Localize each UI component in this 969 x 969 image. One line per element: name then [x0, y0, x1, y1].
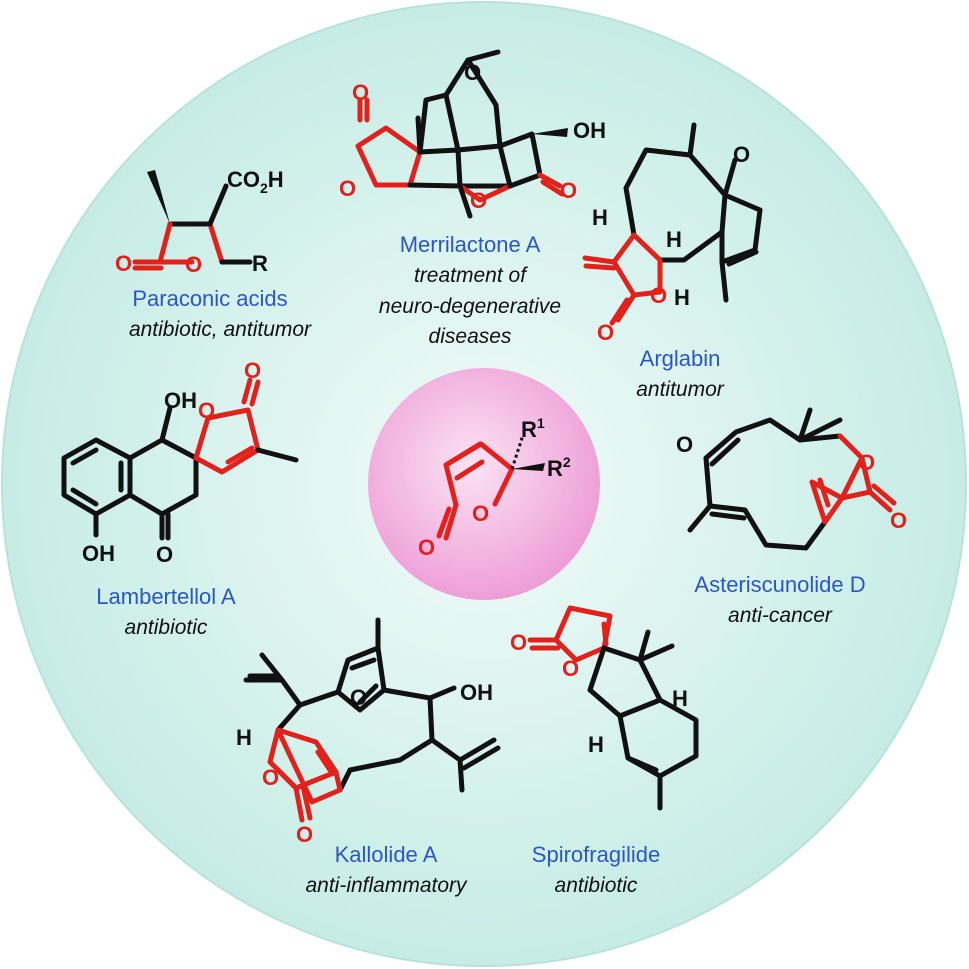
spirofragilide-carbonyl-oxygen: O — [510, 630, 527, 655]
core-r1-label: R1 — [521, 415, 545, 442]
paraconic-carbonyl-oxygen: O — [115, 251, 132, 276]
lambertellol-ring-oxygen: O — [198, 398, 215, 423]
merrilactone-lactone1-oxygen: O — [339, 176, 356, 201]
arglabin-name: Arglabin — [640, 346, 721, 371]
merrilactone-activity-line1: treatment of — [414, 264, 528, 287]
core-r2-label: R2 — [547, 454, 571, 481]
compound-paraconic-acids: O O CO2H R Paraconic acids antibiotic, a… — [115, 167, 312, 341]
asteriscunolide-activity: anti-cancer — [728, 604, 833, 627]
compound-spirofragilide: O O H H Spirofragilide antibiotic — [510, 605, 699, 897]
spirofragilide-name: Spirofragilide — [532, 842, 660, 867]
merrilactone-lactone2-carbonyl: O — [560, 178, 577, 203]
merrilactone-oh: OH — [573, 118, 606, 143]
spirofragilide-bonds — [527, 605, 699, 811]
arglabin-h2: H — [666, 227, 682, 252]
arglabin-carbonyl-oxygen: O — [597, 320, 614, 345]
paraconic-bonds — [132, 183, 253, 271]
merrilactone-epoxide-oxygen: O — [464, 60, 481, 85]
spirofragilide-activity: antibiotic — [555, 874, 638, 897]
merrilactone-name: Merrilactone A — [400, 232, 541, 257]
asteriscunolide-name: Asteriscunolide D — [694, 572, 865, 597]
lambertellol-oh-bottom: OH — [82, 541, 115, 566]
paraconic-methyl-wedge — [147, 170, 170, 224]
spirofragilide-ring-oxygen: O — [562, 656, 579, 681]
compound-kallolide-a: O OH H O O Kallolide A anti-inflammatory — [236, 617, 501, 897]
merrilactone-lactone2-oxygen: O — [470, 188, 487, 213]
core-highlight-circle — [368, 368, 600, 600]
lambertellol-name: Lambertellol A — [96, 584, 236, 609]
kallolide-furan-oxygen: O — [350, 685, 367, 710]
arglabin-h1: H — [592, 205, 608, 230]
paraconic-activity: antibiotic, antitumor — [129, 318, 312, 341]
lambertellol-activity: antibiotic — [125, 616, 208, 639]
lambertellol-carbonyl-oxygen: O — [244, 358, 261, 383]
arglabin-activity: antitumor — [636, 378, 725, 401]
compound-arglabin: O H H H O O Arglabin antitumor — [582, 122, 763, 401]
arglabin-bonds — [582, 122, 763, 326]
asteriscunolide-bonds — [687, 407, 897, 551]
kallolide-carbonyl-oxygen: O — [296, 822, 313, 847]
compound-merrilactone-a: OH O O O O O Merrilactone A treatment of… — [339, 49, 606, 348]
kallolide-h: H — [236, 725, 252, 750]
kallolide-oh: OH — [460, 680, 493, 705]
kallolide-name: Kallolide A — [335, 842, 438, 867]
spirofragilide-h2: H — [588, 732, 604, 757]
lambertellol-ketone-oxygen: O — [156, 542, 173, 567]
core-bonds — [436, 441, 515, 541]
arglabin-h3: H — [674, 285, 690, 310]
lambertellol-bonds — [61, 377, 299, 541]
asteriscunolide-ring-oxygen: O — [858, 450, 875, 475]
arglabin-epoxide-oxygen: O — [733, 142, 750, 167]
merrilactone-oh-wedge — [532, 128, 568, 137]
merrilactone-bonds — [355, 49, 565, 219]
merrilactone-lactone1-carbonyl: O — [352, 80, 369, 105]
asteriscunolide-carbonyl-oxygen: O — [890, 508, 907, 533]
lambertellol-oh-top: OH — [164, 388, 197, 413]
spirofragilide-h1: H — [672, 686, 688, 711]
core-ring-oxygen: O — [472, 501, 489, 526]
kallolide-bonds — [243, 617, 501, 823]
kallolide-activity: anti-inflammatory — [305, 874, 468, 897]
core-wedge-bond — [512, 463, 545, 471]
paraconic-ring-oxygen: O — [185, 252, 202, 277]
core-butenolide: O O R1 R2 — [368, 368, 600, 600]
compound-asteriscunolide-d: O O O Asteriscunolide D anti-cancer — [676, 407, 907, 627]
merrilactone-activity-line3: diseases — [429, 325, 512, 348]
compound-lambertellol-a: OH OH O O O Lambertellol A antibiotic — [61, 358, 299, 639]
paraconic-r-label: R — [252, 251, 268, 276]
paraconic-co2h-label: CO2H — [227, 167, 284, 196]
paraconic-name: Paraconic acids — [132, 286, 287, 311]
core-carbonyl-oxygen: O — [418, 535, 435, 560]
arglabin-ring-oxygen: O — [650, 283, 667, 308]
asteriscunolide-ketone-oxygen: O — [676, 432, 693, 457]
kallolide-ring-oxygen: O — [262, 765, 279, 790]
merrilactone-activity-line2: neuro-degenerative — [379, 295, 561, 318]
